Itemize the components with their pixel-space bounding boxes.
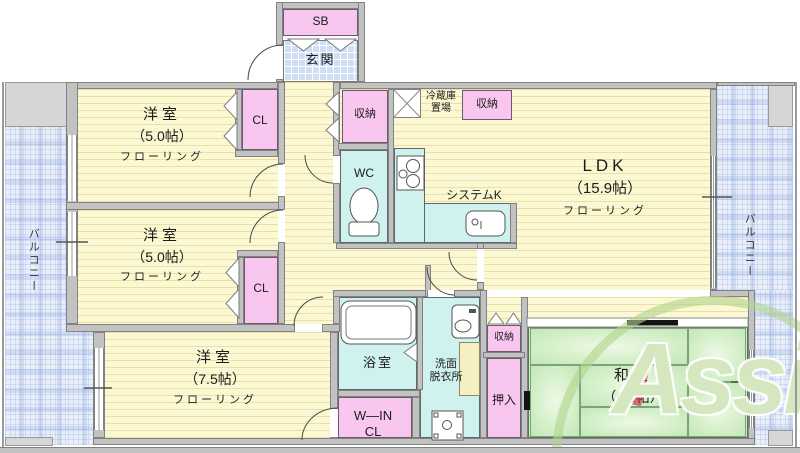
assist-logo-text: Assist (612, 323, 800, 435)
door-opening-ldk (477, 248, 484, 283)
room-floor-type: フローリング (173, 393, 257, 406)
wall (388, 89, 394, 243)
fridge-label-line2: 置場 (431, 103, 451, 114)
kitchen-label: システムK (446, 188, 502, 202)
washroom-label: 洗面 脱衣所 (420, 358, 472, 384)
door-opening-wc (333, 155, 340, 184)
room-name: LDK (582, 156, 628, 175)
room-floor-type: フローリング (120, 270, 204, 283)
sb-label: SB (312, 14, 329, 28)
wall (412, 397, 420, 438)
door-opening-bedroom3 (294, 324, 323, 332)
door-opening-washroom (427, 290, 455, 297)
wall (338, 390, 420, 397)
washroom-label-line1: 洗面 (435, 358, 457, 370)
wall (333, 290, 487, 297)
ldk-label: LDK （15.9帖） フローリング (505, 156, 705, 219)
wall (276, 2, 283, 82)
room-name: 洋室 (142, 106, 181, 123)
wc-room (340, 150, 388, 243)
balcony-right-slab (768, 82, 793, 127)
balcony-left-slab-bottom (5, 437, 53, 446)
frame-line-left (2, 82, 4, 447)
wincl-label-line1: W—IN (353, 408, 393, 423)
window (67, 212, 77, 276)
balcony-left-label: バルコニー (27, 228, 40, 293)
wall (358, 2, 365, 82)
bathroom-floor (338, 297, 417, 390)
fridge-label-line1: 冷蔵庫 (426, 91, 456, 102)
kitchen-counter-h (424, 203, 511, 243)
door-opening-bedroom2 (278, 209, 285, 243)
closet1-label: CL (252, 113, 268, 127)
room-size: （5.0帖） (131, 249, 193, 265)
door-opening-wincl (330, 408, 338, 438)
door-opening-entrance (276, 45, 283, 80)
room-name: 洋室 (142, 227, 181, 244)
wall (237, 250, 278, 257)
room-size: （5.0帖） (131, 128, 193, 144)
balcony-right-label: バルコニー (743, 213, 756, 278)
wc-label: WC (354, 166, 374, 180)
room-size: （15.9帖） (567, 180, 643, 198)
balcony-left-floor-lower (68, 332, 93, 445)
kitchen-storage-label: 収納 (476, 98, 498, 110)
wincl-label-line2: CL (364, 423, 382, 439)
bedroom1-label: 洋室 （5.0帖） フローリング (82, 106, 242, 164)
hall-storage (342, 90, 388, 143)
wall (480, 290, 487, 438)
window (711, 156, 716, 288)
wall (66, 82, 278, 89)
frame-bar-bottom (0, 447, 800, 453)
wall (66, 202, 285, 210)
room-size: （7.5帖） (184, 371, 246, 387)
shoebox-sb (283, 9, 358, 36)
fridge-label: 冷蔵庫 置場 (416, 91, 466, 115)
washitsu-storage-label: 収納 (494, 332, 514, 343)
room-name: 洋室 (195, 349, 234, 366)
wall (717, 82, 795, 86)
wall (521, 297, 528, 438)
wall (278, 82, 285, 324)
wall (276, 2, 365, 9)
oshiire-label: 押入 (491, 393, 516, 407)
bedroom2-label: 洋室 （5.0帖） フローリング (82, 227, 242, 284)
genkan-label: 玄関 (305, 52, 336, 67)
window (94, 348, 104, 430)
balcony-left-slab (5, 82, 68, 127)
bedroom3-label: 洋室 （7.5帖） フローリング (110, 349, 320, 407)
washroom-label-line2: 脱衣所 (429, 371, 463, 384)
window (67, 135, 77, 201)
hall-bridge-floor (333, 243, 340, 290)
walkin-closet (338, 397, 412, 438)
wall (336, 243, 517, 249)
room-floor-type: フローリング (120, 150, 204, 163)
wall (340, 82, 717, 89)
hall-storage-label: 収納 (354, 108, 376, 120)
wall (483, 352, 525, 358)
frame-line-right (795, 82, 797, 447)
kitchen-counter-v (394, 148, 425, 243)
door-opening-bedroom1 (278, 163, 285, 197)
corridor-floor (285, 82, 333, 324)
closet2-label: CL (253, 281, 269, 295)
kitchen-storage (462, 90, 512, 120)
bath-label: 浴室 (362, 355, 393, 370)
wall (338, 143, 388, 150)
wall (235, 150, 278, 157)
wincl-label: W—IN CL (338, 408, 408, 439)
kitchen-counter-joint (425, 204, 433, 242)
room-floor-type: フローリング (563, 205, 647, 218)
closet1 (242, 89, 278, 150)
